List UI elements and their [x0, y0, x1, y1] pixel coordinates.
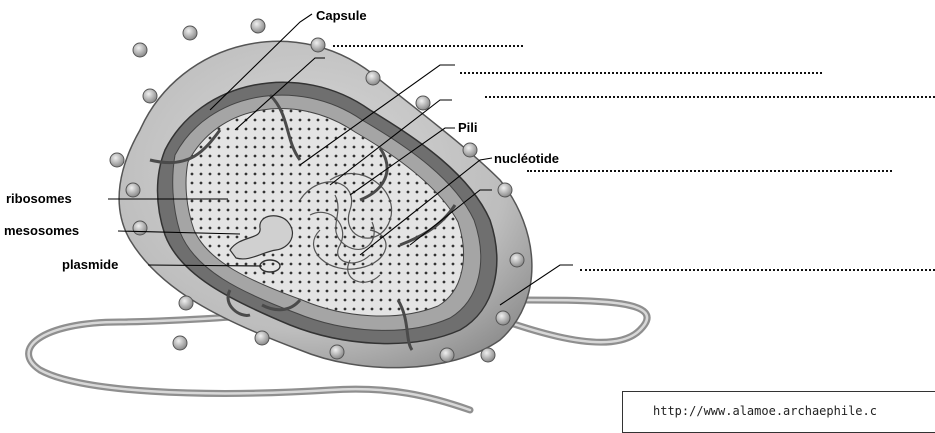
label-capsule: Capsule	[316, 9, 367, 23]
source-url: http://www.alamoe.archaephile.c	[653, 404, 877, 418]
source-url-box: http://www.alamoe.archaephile.c	[622, 391, 935, 433]
label-mesosomes: mesosomes	[4, 224, 79, 238]
answer-blank-1	[333, 45, 523, 47]
answer-blank-3	[485, 96, 935, 98]
answer-blank-2	[460, 72, 822, 74]
label-nucleotide: nucléotide	[494, 152, 559, 166]
label-ribosomes: ribosomes	[6, 192, 72, 206]
bacterium-diagram	[0, 0, 935, 417]
answer-blank-5	[580, 269, 935, 271]
answer-blank-4	[527, 170, 892, 172]
label-plasmide: plasmide	[62, 258, 118, 272]
label-pili: Pili	[458, 121, 478, 135]
